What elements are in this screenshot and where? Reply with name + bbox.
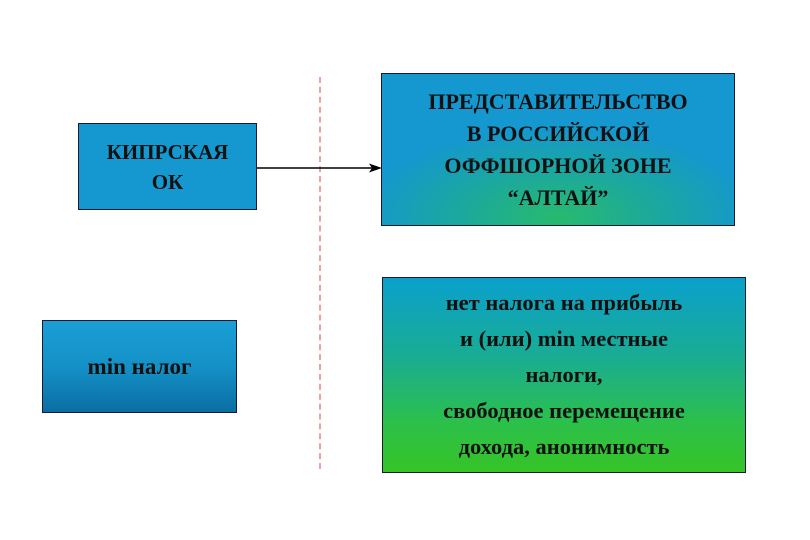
representative-office-line: В РОССИЙСКОЙ: [466, 120, 650, 146]
cyprus-company-line: КИПРСКАЯ: [106, 139, 229, 164]
min-tax-box: min налог: [42, 320, 237, 413]
benefits-text: нет налога на прибыль и (или) min местны…: [443, 285, 685, 465]
min-tax-label: min налог: [87, 353, 192, 379]
benefits-line: налоги,: [525, 362, 603, 387]
cyprus-company-box: КИПРСКАЯ ОК: [78, 123, 257, 210]
cyprus-company-line: ОК: [151, 169, 184, 194]
benefits-line: свободное перемещение: [443, 398, 685, 423]
benefits-box: нет налога на прибыль и (или) min местны…: [382, 277, 746, 473]
connector-arrow-head: [369, 163, 382, 173]
cyprus-company-text: КИПРСКАЯ ОК: [107, 137, 229, 197]
representative-office-line: ОФФШОРНОЙ ЗОНЕ: [444, 152, 672, 178]
representative-office-line: “АЛТАЙ”: [507, 184, 609, 210]
benefits-line: и (или) min местные: [459, 326, 669, 351]
benefits-line: дохода, анонимность: [458, 434, 670, 459]
representative-office-line: ПРЕДСТАВИТЕЛЬСТВО: [428, 88, 688, 114]
representative-office-text: ПРЕДСТАВИТЕЛЬСТВО В РОССИЙСКОЙ ОФФШОРНОЙ…: [428, 86, 687, 214]
representative-office-box: ПРЕДСТАВИТЕЛЬСТВО В РОССИЙСКОЙ ОФФШОРНОЙ…: [381, 73, 735, 226]
benefits-line: нет налога на прибыль: [445, 290, 683, 315]
dashed-divider-line: [319, 77, 321, 469]
